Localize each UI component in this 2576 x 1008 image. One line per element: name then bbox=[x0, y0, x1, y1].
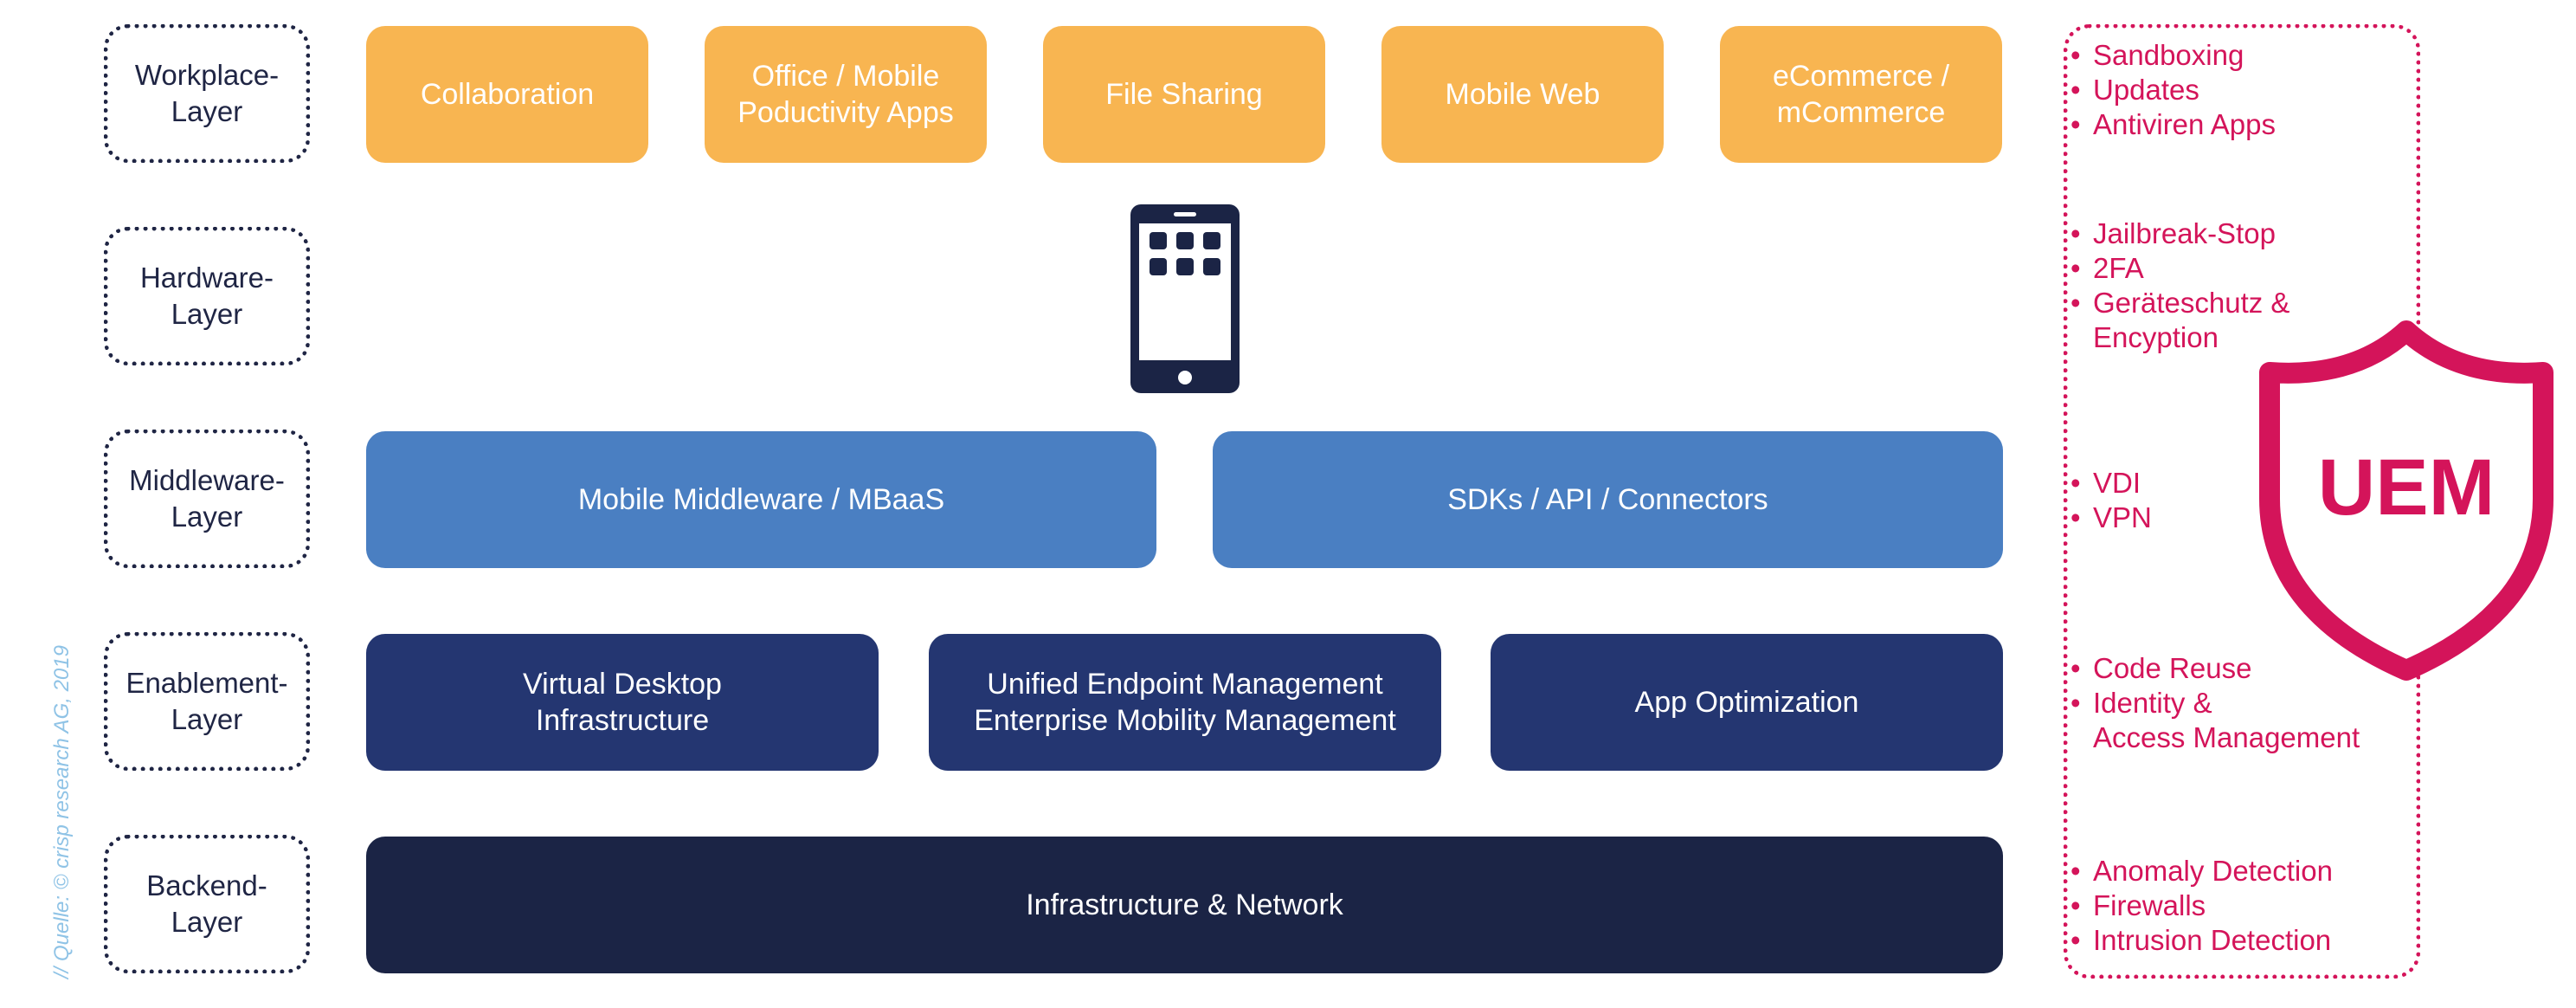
layer-label-backend: Backend- Layer bbox=[104, 835, 310, 973]
uem-item: •Identity & Access Management bbox=[2070, 687, 2360, 753]
smartphone-icon bbox=[1130, 204, 1240, 393]
layer-label-middleware: Middleware- Layer bbox=[104, 430, 310, 568]
enablement-box-app-optimization: App Optimization bbox=[1491, 634, 2003, 771]
shield-icon: UEM bbox=[2259, 320, 2553, 681]
uem-group-workplace: •Sandboxing •Updates •Antiviren Apps bbox=[2070, 38, 2276, 142]
uem-title: UEM bbox=[2318, 443, 2495, 532]
workplace-box-collaboration: Collaboration bbox=[366, 26, 648, 163]
uem-item: •Geräteschutz & Encyption bbox=[2070, 287, 2290, 353]
backend-box-infrastructure: Infrastructure & Network bbox=[366, 837, 2003, 973]
uem-item: •Antiviren Apps bbox=[2070, 108, 2276, 140]
uem-item: •Anomaly Detection bbox=[2070, 855, 2333, 887]
uem-group-middleware: •VDI •VPN bbox=[2070, 466, 2152, 535]
layer-label-workplace: Workplace- Layer bbox=[104, 24, 310, 163]
uem-item: •Sandboxing bbox=[2070, 39, 2244, 71]
uem-group-enablement: •Code Reuse •Identity & Access Managemen… bbox=[2070, 651, 2360, 755]
uem-item: •Code Reuse bbox=[2070, 652, 2252, 684]
uem-item: •Firewalls bbox=[2070, 889, 2206, 921]
middleware-box-sdks: SDKs / API / Connectors bbox=[1213, 431, 2003, 568]
middleware-box-mbaas: Mobile Middleware / MBaaS bbox=[366, 431, 1156, 568]
layer-label-hardware: Hardware- Layer bbox=[104, 227, 310, 365]
uem-item: •Intrusion Detection bbox=[2070, 924, 2332, 956]
uem-group-hardware: •Jailbreak-Stop •2FA •Geräteschutz & Enc… bbox=[2070, 216, 2289, 355]
uem-item: •Jailbreak-Stop bbox=[2070, 217, 2276, 249]
workplace-box-file-sharing: File Sharing bbox=[1043, 26, 1325, 163]
workplace-box-ecommerce: eCommerce / mCommerce bbox=[1720, 26, 2002, 163]
enablement-box-vdi: Virtual Desktop Infrastructure bbox=[366, 634, 879, 771]
uem-item: •VPN bbox=[2070, 501, 2152, 533]
uem-item: •Updates bbox=[2070, 74, 2199, 106]
uem-item: •VDI bbox=[2070, 467, 2141, 499]
uem-item: •2FA bbox=[2070, 252, 2144, 284]
workplace-box-mobile-web: Mobile Web bbox=[1381, 26, 1664, 163]
uem-group-backend: •Anomaly Detection •Firewalls •Intrusion… bbox=[2070, 854, 2333, 958]
source-note: // Quelle: © crisp research AG, 2019 bbox=[50, 645, 74, 979]
layer-label-enablement: Enablement- Layer bbox=[104, 632, 310, 771]
workplace-box-productivity-apps: Office / Mobile Poductivity Apps bbox=[705, 26, 987, 163]
enablement-box-uem-emm: Unified Endpoint Management Enterprise M… bbox=[929, 634, 1441, 771]
